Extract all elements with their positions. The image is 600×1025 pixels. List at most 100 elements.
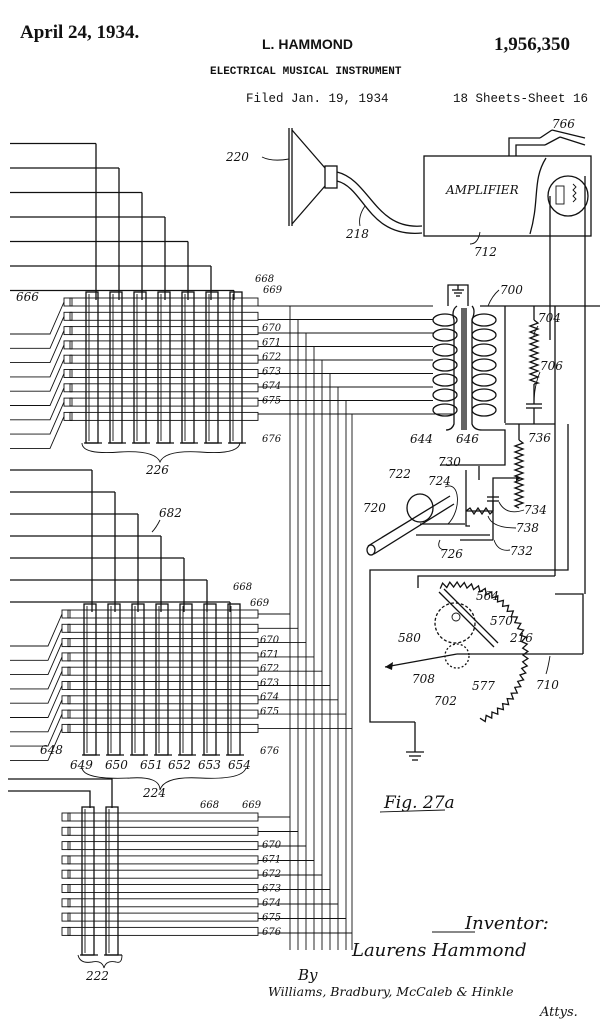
contact-terminal — [61, 912, 71, 922]
label-738: 738 — [516, 521, 539, 535]
contact-terminal — [61, 812, 71, 822]
primary-coil-loop — [432, 373, 458, 387]
leader-712 — [469, 231, 481, 245]
bus-label: 675 — [260, 707, 279, 718]
bus-label: 673 — [260, 678, 279, 689]
contact-terminal — [63, 383, 73, 393]
label-646: 646 — [456, 432, 479, 446]
transformer-700 — [432, 284, 497, 431]
label-224: 224 — [142, 786, 166, 800]
contact-terminal — [61, 898, 71, 908]
label-644: 644 — [410, 432, 433, 446]
label-570: 570 — [490, 614, 513, 628]
bus-label: 676 — [262, 927, 282, 938]
bus-label: 675 — [262, 913, 281, 924]
upper-switch-bank — [10, 291, 259, 449]
contact-bar — [67, 841, 259, 851]
sheet-count: 18 Sheets-Sheet 16 — [453, 92, 589, 106]
bus-label: 670 — [260, 635, 280, 646]
input-wire — [10, 671, 63, 704]
bus-label: 671 — [262, 855, 281, 866]
contact-bar — [69, 383, 259, 393]
by-label: By — [297, 966, 318, 984]
input-wire — [10, 344, 65, 378]
lower-switch-bank — [8, 778, 259, 956]
contact-terminal — [61, 666, 71, 676]
label-220: 220 — [225, 150, 249, 164]
input-wire — [10, 713, 63, 747]
figure-label: Fig. 27a — [383, 793, 455, 813]
bus-label: 670 — [262, 840, 282, 851]
contact-bar — [67, 869, 259, 879]
secondary-coil-loop — [471, 388, 497, 402]
bus-label: 674 — [262, 898, 281, 909]
shaft-720-cam — [366, 485, 490, 556]
contact-terminal — [63, 397, 73, 407]
contact-terminal — [61, 723, 71, 733]
bus-label: 675 — [262, 396, 281, 407]
contact-terminal — [63, 354, 73, 364]
contact-bar — [67, 926, 259, 936]
brace-224 — [81, 767, 247, 791]
bus-conductors — [258, 305, 454, 950]
lower-label-668: 668 — [200, 800, 219, 811]
contact-terminal — [61, 609, 71, 619]
switch-label: 653 — [198, 758, 221, 772]
input-wire — [10, 613, 63, 647]
input-wire — [10, 628, 63, 661]
tone-control-network — [369, 305, 600, 723]
primary-coil-loop — [432, 343, 458, 357]
primary-coil-loop — [432, 328, 458, 342]
contact-terminal — [61, 884, 71, 893]
label-702: 702 — [434, 694, 457, 708]
contact-bar — [69, 411, 259, 421]
contact-bar — [69, 311, 259, 321]
label-577: 577 — [472, 679, 495, 693]
middle-label-668: 668 — [233, 582, 252, 593]
label-706: 706 — [540, 359, 563, 373]
leader-704 — [533, 325, 539, 337]
inventor-heading: Inventor: — [464, 913, 549, 934]
leader-220 — [261, 156, 290, 161]
primary-coil-loop — [432, 358, 458, 372]
contact-terminal — [61, 855, 71, 865]
label-222: 222 — [85, 969, 109, 983]
inventor-signature: Laurens Hammond — [351, 940, 527, 961]
contact-bar — [69, 354, 259, 364]
contact-bar — [67, 884, 259, 893]
input-wire — [10, 728, 63, 761]
bus-label: 673 — [262, 367, 281, 378]
loudspeaker-icon — [288, 128, 423, 234]
label-666: 666 — [16, 290, 39, 304]
label-564: 564 — [476, 589, 499, 603]
label-648: 648 — [40, 743, 63, 757]
contact-terminal — [63, 311, 73, 321]
label-722: 722 — [388, 467, 411, 481]
switch-label: 650 — [105, 758, 128, 772]
amplifier-label: AMPLIFIER — [445, 183, 519, 197]
label-724: 724 — [428, 474, 451, 488]
lower-feed-wire — [8, 790, 91, 808]
leader-700 — [487, 289, 500, 307]
upper-label-669: 669 — [263, 285, 283, 296]
label-710: 710 — [536, 678, 559, 692]
input-wire — [10, 301, 65, 335]
input-wire — [10, 401, 65, 435]
patent-title: ELECTRICAL MUSICAL INSTRUMENT — [210, 66, 402, 78]
secondary-coil-loop — [471, 343, 497, 357]
input-wire — [10, 416, 65, 449]
brace-226 — [81, 442, 241, 464]
input-wire — [10, 316, 65, 349]
contact-terminal — [61, 695, 71, 705]
leader-710 — [545, 655, 551, 675]
primary-coil-loop — [432, 313, 458, 327]
middle-label-669: 669 — [250, 598, 270, 609]
label-732: 732 — [510, 544, 533, 558]
lower-label-669: 669 — [242, 800, 262, 811]
inventor-header: L. HAMMOND — [262, 36, 353, 52]
middle-switch-bank — [10, 603, 259, 761]
input-wire — [10, 330, 65, 364]
contact-terminal — [63, 411, 73, 421]
upper-bank-stepped-wiring — [10, 142, 235, 300]
